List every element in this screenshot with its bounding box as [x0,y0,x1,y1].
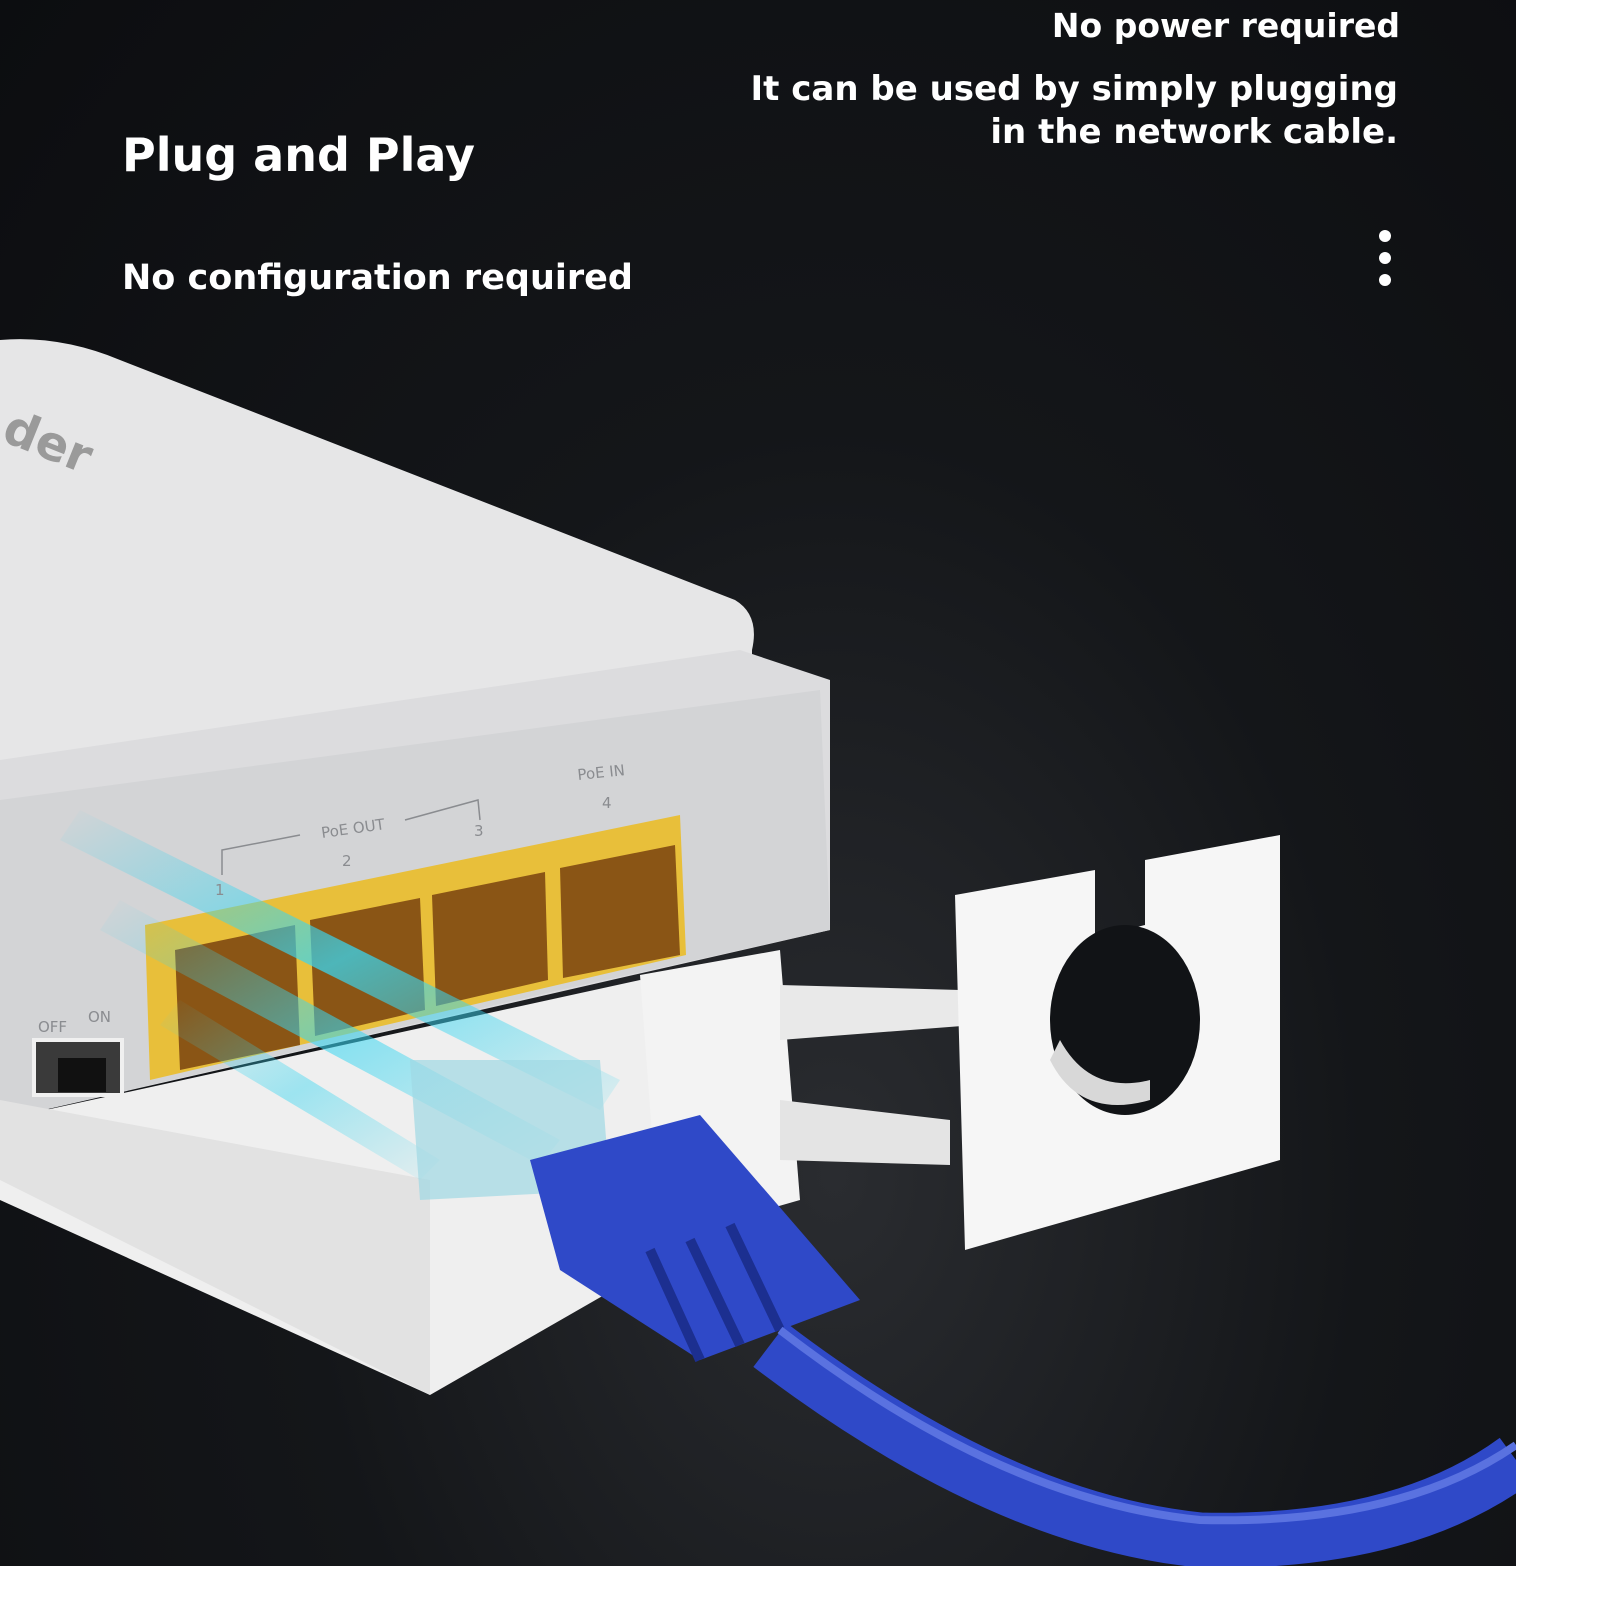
port-number-1: 1 [215,881,225,899]
plug-cable-description: It can be used by simply plugging in the… [750,68,1398,154]
page-title: Plug and Play [122,128,475,182]
switch-on-label: ON [88,1008,111,1026]
switch-off-label: OFF [38,1018,67,1036]
port-number-2: 2 [342,852,352,870]
product-photo: der [0,0,1516,1566]
port-number-4: 4 [602,794,612,812]
ethernet-cable [530,1115,1516,1566]
port-4[interactable] [560,845,680,978]
plug-cable-line-1: It can be used by simply plugging [750,69,1398,109]
poe-in-label: PoE IN [577,761,626,784]
port-number-3: 3 [474,822,484,840]
plug-cable-line-2: in the network cable. [990,112,1398,152]
port-3[interactable] [432,872,548,1006]
no-configuration-text: No configuration required [122,258,633,298]
device-top [0,339,754,780]
no-power-required-text: No power required [1051,6,1400,45]
device-labels: 1 2 3 4 PoE OUT PoE IN OFF ON [38,761,626,1036]
poe-switch-illustration: der [0,339,1516,1566]
more-vertical-icon[interactable] [1372,230,1398,302]
